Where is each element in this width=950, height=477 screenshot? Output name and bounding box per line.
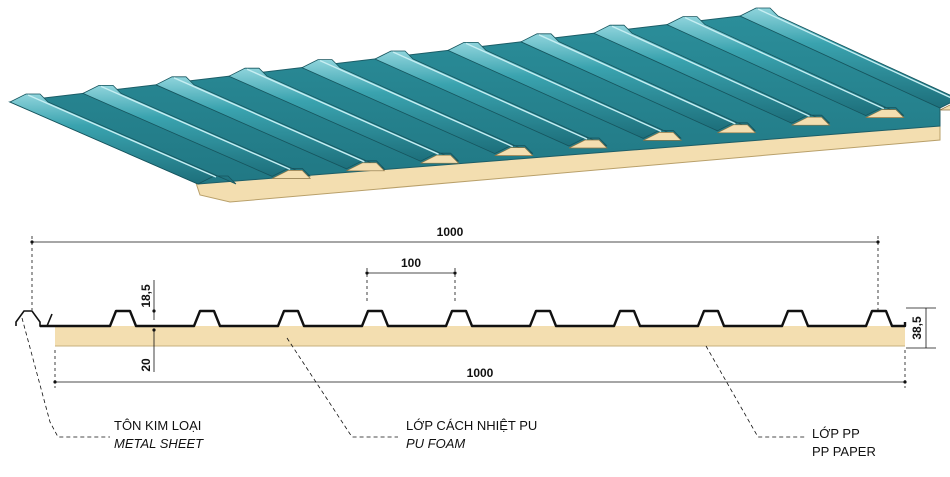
pu-foam-layer xyxy=(55,326,905,346)
dim-total-height: 38,5 xyxy=(910,316,924,340)
panel-foam-notch xyxy=(568,139,608,149)
label-pp-paper-vi: LỚP PP xyxy=(812,426,860,441)
panel-foam-notches xyxy=(272,104,950,179)
panel-rib-highlight xyxy=(684,16,885,110)
panel-rib-highlight xyxy=(392,51,588,140)
panel-foam-notch xyxy=(346,162,386,172)
panel-foam-notch xyxy=(791,116,831,126)
label-pu-foam-en: PU FOAM xyxy=(406,436,465,451)
dim-bottom-width: 1000 xyxy=(467,366,494,380)
label-metal-sheet-vi: TÔN KIM LOẠI xyxy=(114,418,201,433)
cross-section xyxy=(15,309,907,347)
label-pp-paper-en: PP PAPER xyxy=(812,444,876,459)
dim-top-width: 1000 xyxy=(437,225,464,239)
panel-rib-highlight xyxy=(538,34,736,125)
metal-sheet-hook xyxy=(15,310,53,327)
leader-lines xyxy=(21,317,806,438)
dim-rib-pitch: 100 xyxy=(401,256,421,270)
panel-foam-notch xyxy=(272,170,312,179)
panel-rib-highlight xyxy=(319,59,514,148)
panel-foam-notch xyxy=(939,104,950,111)
panel-rib-highlight xyxy=(757,8,950,99)
dimension-ticks xyxy=(30,240,907,384)
panel-rib xyxy=(739,7,950,109)
panel-rib-highlight xyxy=(246,68,439,155)
panel-rib-highlight xyxy=(465,42,662,133)
corrugated-panel-illustration xyxy=(8,7,950,203)
panel-rib-highlight xyxy=(27,94,217,178)
panel-ribs xyxy=(9,7,950,185)
dim-rib-height: 18,5 xyxy=(139,284,153,308)
panel-foam-notch xyxy=(717,124,757,134)
label-metal-sheet-en: METAL SHEET xyxy=(114,436,204,451)
panel-foam-notch xyxy=(865,109,905,118)
dim-foam-thickness: 20 xyxy=(139,358,153,372)
dimension-lines xyxy=(31,236,936,388)
panel-foam-notch xyxy=(643,132,683,141)
panel-rib-highlight xyxy=(173,77,365,163)
panel-foam-notch xyxy=(420,154,460,164)
panel-rib-highlight xyxy=(100,85,291,171)
metal-sheet-profile xyxy=(40,309,907,328)
panel-rib-highlight xyxy=(611,25,810,117)
label-pu-foam-vi: LỚP CÁCH NHIỆT PU xyxy=(406,418,537,433)
panel-foam-notch xyxy=(494,147,534,156)
